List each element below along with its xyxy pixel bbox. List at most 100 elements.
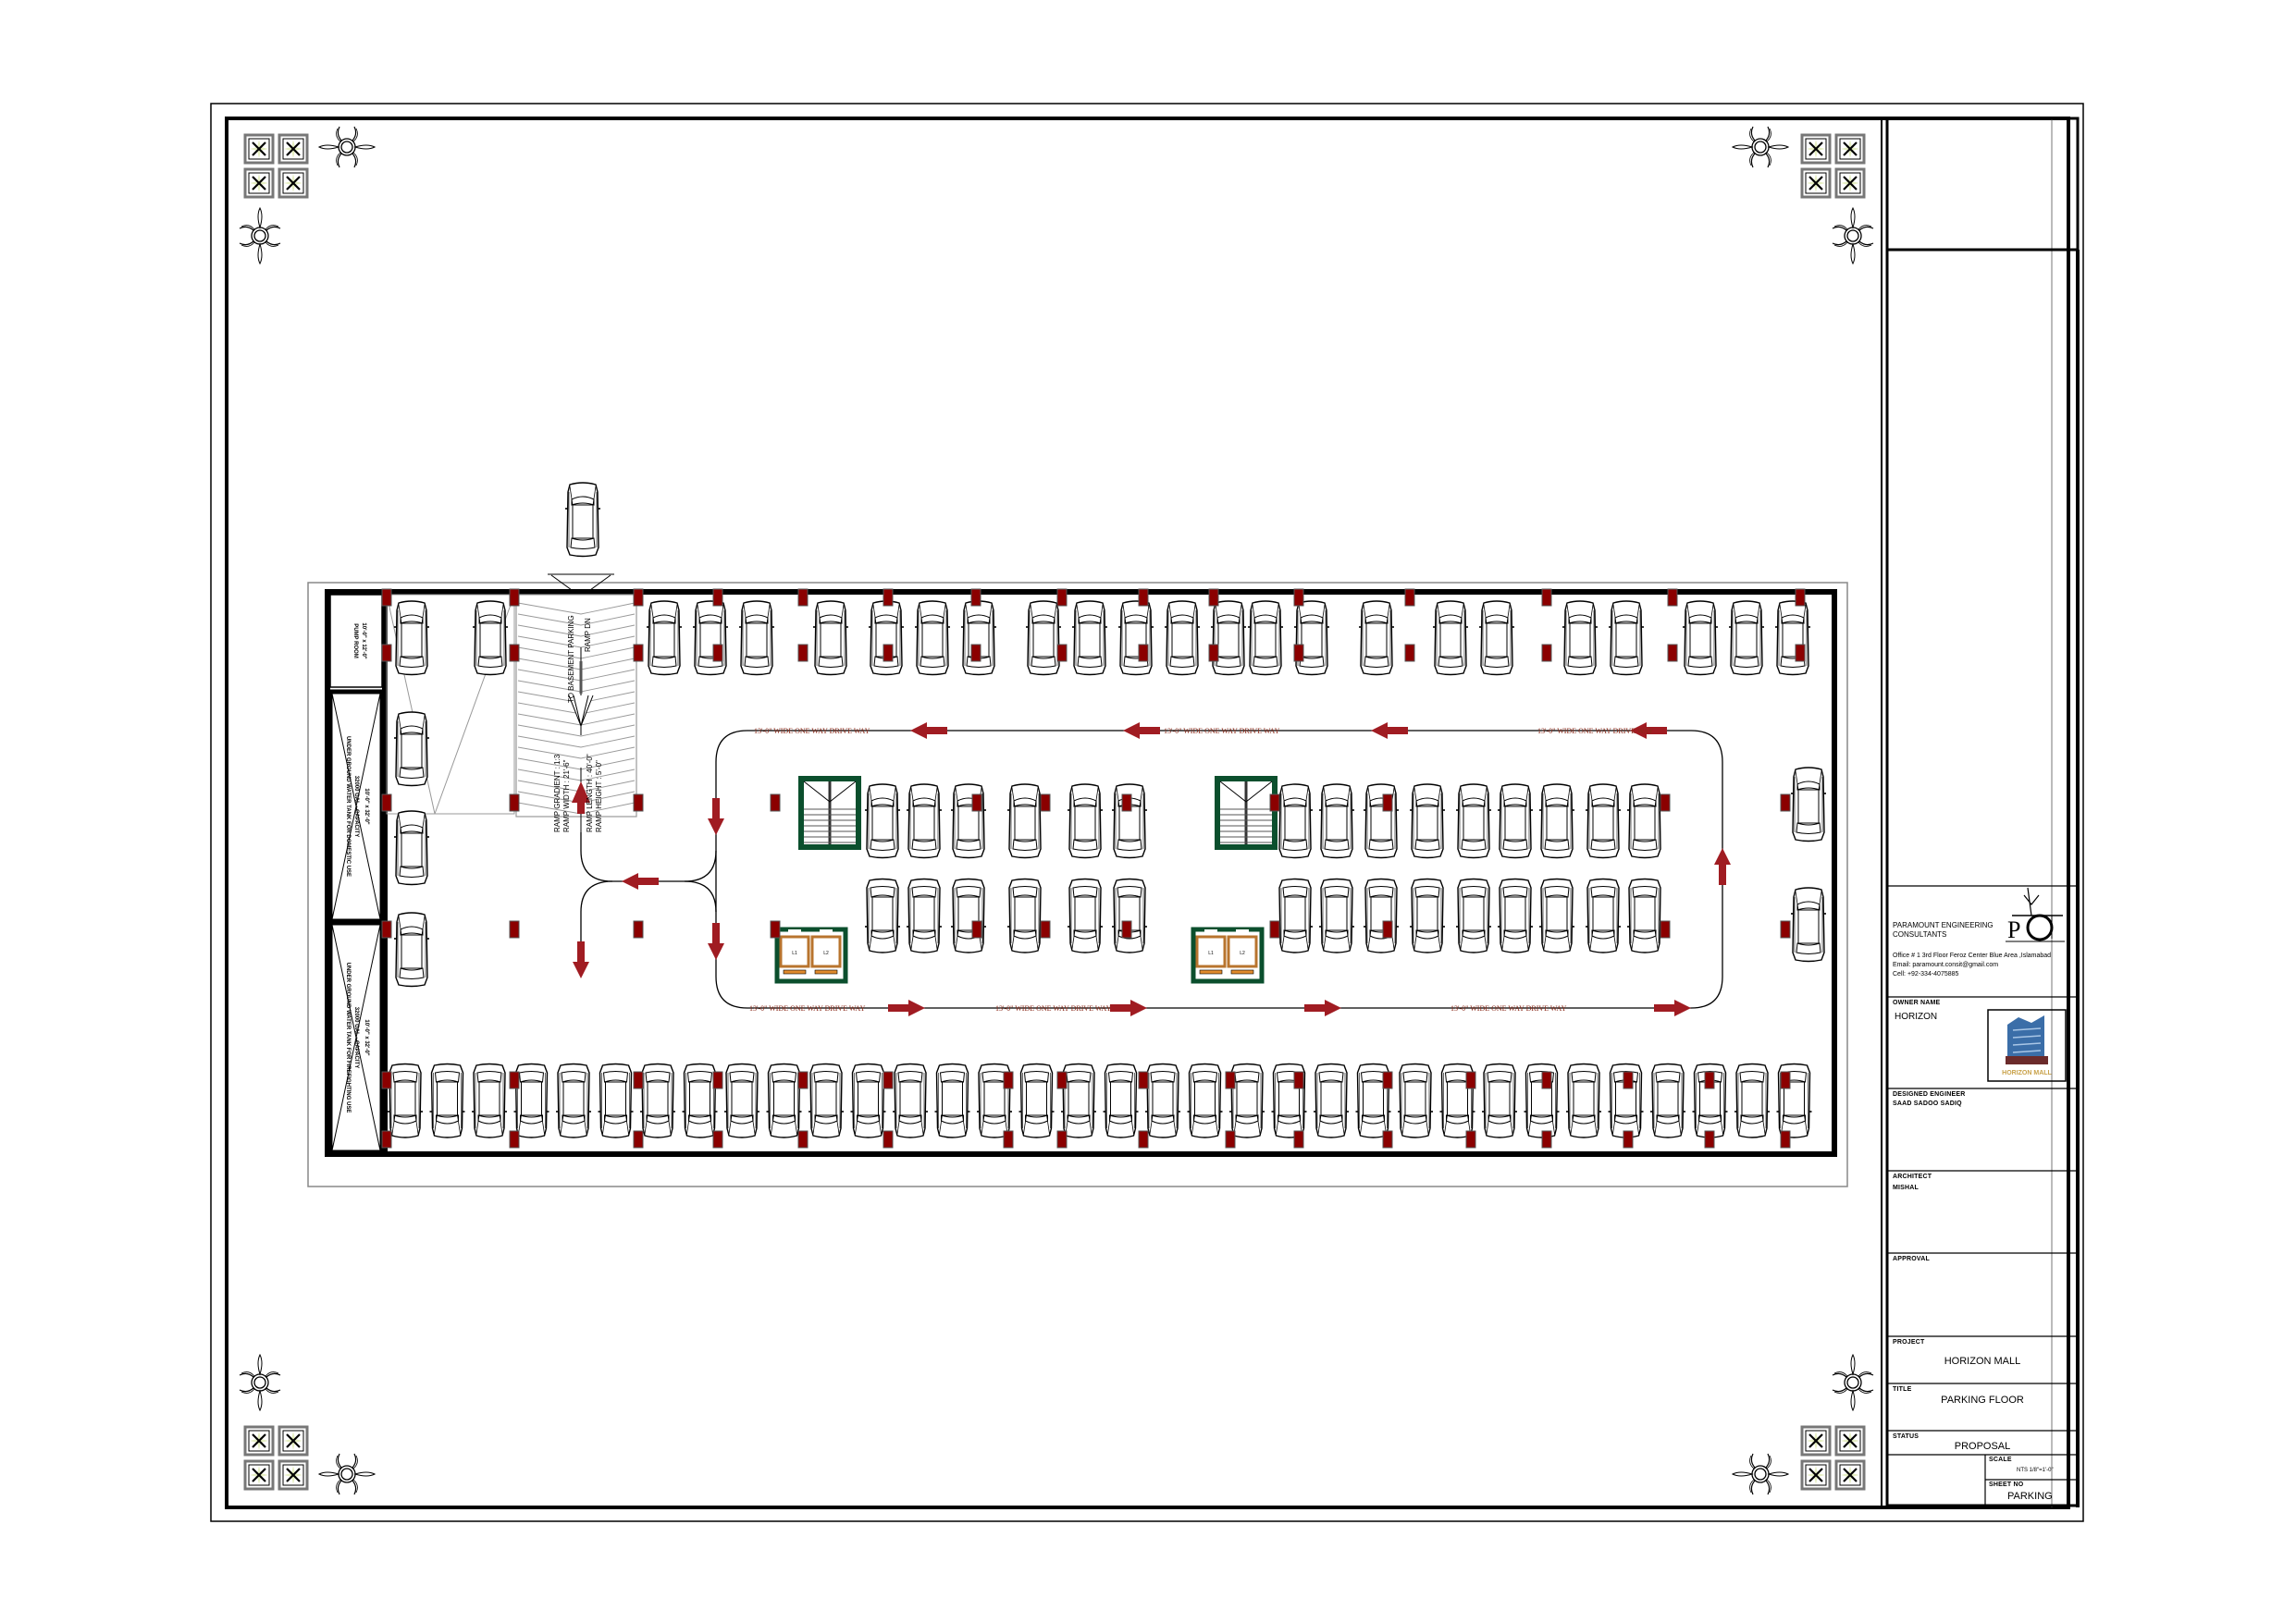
parking-space [1562, 600, 1599, 676]
svg-text:13'-0" WIDE ONE WAY DRIVE WAY: 13'-0" WIDE ONE WAY DRIVE WAY [1537, 727, 1654, 735]
parking-space [914, 600, 951, 676]
column [381, 588, 392, 607]
svg-text:10'-0" x 32'-0": 10'-0" x 32'-0" [364, 788, 369, 824]
parking-space [812, 600, 849, 676]
column [883, 644, 894, 662]
parking-space [393, 912, 430, 988]
column [1780, 1130, 1791, 1149]
parking-space [639, 1063, 676, 1138]
parking-space [1318, 878, 1355, 953]
column [797, 1071, 809, 1089]
project-label: PROJECT [1893, 1339, 1925, 1346]
column [509, 920, 520, 939]
ramp: TO BASEMENT PARKING RAMP DN RAMP GRADIEN… [515, 573, 637, 832]
column [1660, 793, 1671, 812]
column [797, 588, 809, 607]
svg-text:RAMP LENGTH : 40'-0": RAMP LENGTH : 40'-0" [586, 754, 594, 832]
parking-space [681, 1063, 719, 1138]
parking-space [555, 1063, 592, 1138]
column [633, 1130, 644, 1149]
title-label: TITLE [1893, 1386, 1912, 1393]
column [1780, 920, 1791, 939]
parking-space [1277, 878, 1314, 953]
parking-space [864, 783, 901, 859]
parking-space [933, 1063, 971, 1138]
column [1138, 1130, 1149, 1149]
parking-space [723, 1063, 760, 1138]
column [712, 588, 723, 607]
column [712, 644, 723, 662]
column [633, 588, 644, 607]
parking-space [1626, 878, 1663, 953]
column [797, 1130, 809, 1149]
parking-space [692, 600, 729, 676]
svg-text:13'-0" WIDE ONE WAY DRIVE WAY: 13'-0" WIDE ONE WAY DRIVE WAY [749, 1004, 866, 1013]
parking-space [892, 1063, 929, 1138]
parking-space [1682, 600, 1719, 676]
column [1269, 793, 1280, 812]
parking-space [1102, 1063, 1140, 1138]
column [1623, 1130, 1634, 1149]
parking-space [864, 878, 901, 953]
status-label: STATUS [1893, 1433, 1920, 1440]
column [1541, 1130, 1552, 1149]
parking-space [1497, 878, 1534, 953]
svg-text:10'-0" x 32'-0": 10'-0" x 32'-0" [364, 1019, 369, 1055]
column [1121, 920, 1132, 939]
column [1404, 588, 1415, 607]
column [381, 920, 392, 939]
column [381, 1130, 392, 1149]
parking-space [1210, 600, 1247, 676]
column [381, 793, 392, 812]
column [1541, 1071, 1552, 1089]
parking-space [1071, 600, 1108, 676]
column [1404, 644, 1415, 662]
parking-space [1481, 1063, 1518, 1138]
svg-text:32000 GAL - CAPACITY: 32000 GAL - CAPACITY [353, 776, 359, 837]
parking-space [906, 878, 943, 953]
column [1056, 1071, 1068, 1089]
parking-space [1358, 600, 1395, 676]
svg-text:13'-0" WIDE ONE WAY DRIVE WAY: 13'-0" WIDE ONE WAY DRIVE WAY [1450, 1004, 1567, 1013]
column [770, 793, 781, 812]
parking-space [1608, 600, 1645, 676]
parking-space [1006, 878, 1043, 953]
parking-space [1774, 600, 1811, 676]
parking-space [738, 600, 775, 676]
parking-space [1277, 783, 1314, 859]
column [883, 1130, 894, 1149]
ornament-bottom-right [1732, 1354, 1874, 1495]
column [509, 588, 520, 607]
column [970, 588, 981, 607]
column [1704, 1130, 1715, 1149]
approval-label: APPROVAL [1893, 1256, 1930, 1262]
column [712, 1071, 723, 1089]
svg-text:RAMP HEIGHT : 5'-0": RAMP HEIGHT : 5'-0" [595, 760, 603, 832]
consultant-cell: Cell: +92-334-4075885 [1893, 971, 1959, 977]
project-value: HORIZON MALL [1944, 1356, 2021, 1367]
parking-space [471, 1063, 508, 1138]
column [1780, 1071, 1791, 1089]
sheet-no-value: PARKING [2007, 1491, 2053, 1502]
column [1795, 644, 1806, 662]
column [1541, 644, 1552, 662]
column [1269, 920, 1280, 939]
svg-text:RAMP WIDTH : 21'-6": RAMP WIDTH : 21'-6" [562, 759, 571, 832]
parking-space [1538, 878, 1575, 953]
service-rooms [327, 594, 388, 1155]
column [1623, 1071, 1634, 1089]
column [1293, 588, 1304, 607]
column [1382, 1130, 1393, 1149]
column [633, 1071, 644, 1089]
column [1138, 1071, 1149, 1089]
parking-space [393, 600, 430, 676]
column [509, 1071, 520, 1089]
parking-space [1247, 600, 1284, 676]
column [633, 920, 644, 939]
parking-space [1111, 878, 1148, 953]
column [633, 644, 644, 662]
parking-space [1728, 600, 1765, 676]
column [883, 1071, 894, 1089]
sheet-no-label: SHEET NO [1989, 1482, 2024, 1488]
column [1138, 588, 1149, 607]
